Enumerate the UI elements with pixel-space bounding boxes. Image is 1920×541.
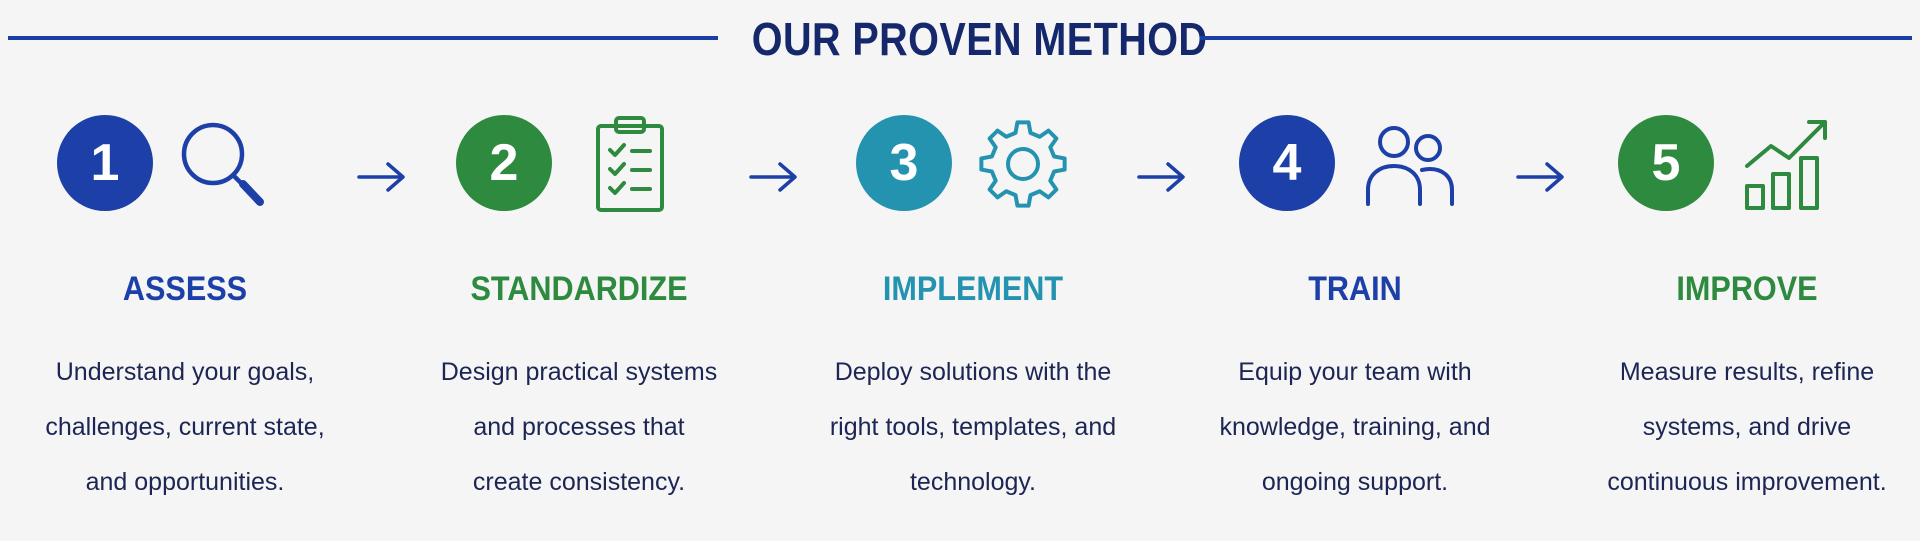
description-line: Equip your team with [1238, 358, 1472, 386]
arrow-right-icon [1515, 160, 1567, 194]
step-number-badge: 4 [1239, 115, 1335, 211]
step-description: Design practical systems and processes t… [389, 345, 769, 510]
step-title: ASSESS [122, 270, 248, 308]
step-title: IMPLEMENT [882, 270, 1064, 308]
gear-icon [973, 112, 1073, 216]
step-number-badge: 2 [456, 115, 552, 211]
description-line: Deploy solutions with the [834, 358, 1112, 386]
arrow-right-icon [748, 160, 800, 194]
clipboard-checklist-icon [580, 112, 680, 216]
step-title: STANDARDIZE [470, 270, 688, 308]
people-icon [1358, 112, 1458, 216]
step-description: Measure results, refine systems, and dri… [1557, 345, 1920, 510]
title-rule-right [1200, 36, 1912, 40]
step-number-badge: 5 [1618, 115, 1714, 211]
description-line: Design practical systems [440, 358, 718, 386]
description-line: ongoing support. [1261, 468, 1449, 496]
description-line: challenges, current state, [45, 413, 325, 441]
step-title: TRAIN [1308, 270, 1402, 308]
step-title: IMPROVE [1676, 270, 1818, 308]
step-description: Equip your team with knowledge, training… [1165, 345, 1545, 510]
description-line: technology. [909, 468, 1036, 496]
step-description: Understand your goals, challenges, curre… [0, 345, 375, 510]
description-line: systems, and drive [1642, 413, 1852, 441]
description-line: Measure results, refine [1619, 358, 1875, 386]
description-line: right tools, templates, and [829, 413, 1117, 441]
step-number-badge: 3 [856, 115, 952, 211]
arrow-right-icon [356, 160, 408, 194]
description-line: create consistency. [472, 468, 686, 496]
description-line: and opportunities. [85, 468, 285, 496]
step-description: Deploy solutions with the right tools, t… [783, 345, 1163, 510]
description-line: continuous improvement. [1607, 468, 1887, 496]
page-title: OUR PROVEN METHOD [751, 13, 1208, 65]
magnifier-icon [173, 112, 273, 216]
description-line: and processes that [473, 413, 685, 441]
title-rule-left [8, 36, 718, 40]
description-line: Understand your goals, [55, 358, 315, 386]
step-number-badge: 1 [57, 115, 153, 211]
arrow-right-icon [1136, 160, 1188, 194]
description-line: knowledge, training, and [1219, 413, 1491, 441]
growth-chart-icon [1741, 112, 1841, 216]
